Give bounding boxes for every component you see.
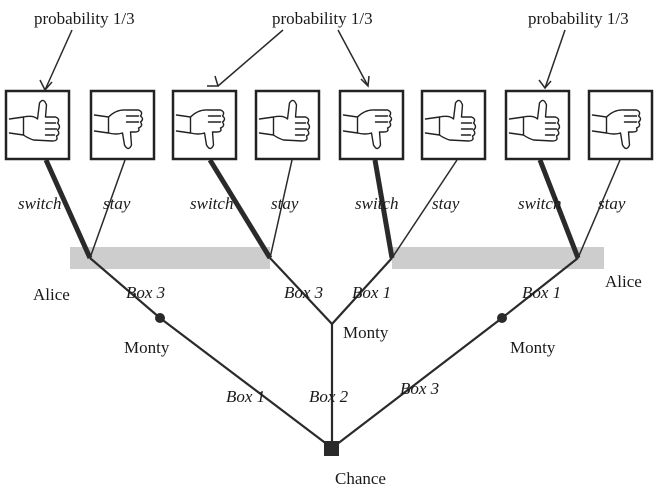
alice-move-label-5: switch xyxy=(355,194,398,213)
outcome-box-4 xyxy=(254,89,321,161)
monty-move-label-2: Box 3 xyxy=(284,283,323,302)
player-monty-3: Monty xyxy=(510,338,556,357)
edge-chance-box1 xyxy=(159,317,333,449)
edge-monty2-box1 xyxy=(331,257,393,325)
alice-move-label-8: stay xyxy=(598,194,626,213)
outcome-box-8 xyxy=(587,89,654,161)
outcome-box-5 xyxy=(338,89,405,161)
thumbs-down-icon xyxy=(342,109,393,150)
thumbs-down-icon xyxy=(175,109,226,150)
edge-monty2-box3 xyxy=(269,257,333,325)
probability-label-3: probability 1/3 xyxy=(528,9,629,28)
edge-stay-3 xyxy=(391,159,458,259)
chance-node xyxy=(324,441,339,456)
edge-chance-box3 xyxy=(331,317,503,449)
alice-move-label-2: stay xyxy=(103,194,131,213)
thumbs-up-icon xyxy=(508,99,561,142)
chance-move-label-1: Box 1 xyxy=(226,387,265,406)
outcome-box-2 xyxy=(89,89,156,161)
alice-move-label-6: stay xyxy=(432,194,460,213)
edge-switch-4 xyxy=(537,159,581,259)
edge-monty3-box1 xyxy=(501,257,579,319)
alice-edges xyxy=(43,158,621,260)
probability-label-2: probability 1/3 xyxy=(272,9,373,28)
monty-move-label-1: Box 3 xyxy=(126,283,165,302)
edge-stay-2 xyxy=(269,159,293,259)
monty-node-3 xyxy=(497,313,507,323)
monty-node-1 xyxy=(155,313,165,323)
info-set-right xyxy=(392,247,604,269)
thumbs-up-icon xyxy=(258,99,311,142)
probability-arrows xyxy=(39,29,566,92)
alice-move-label-3: switch xyxy=(190,194,233,213)
thumbs-up-icon xyxy=(424,99,477,142)
chance-move-label-2: Box 2 xyxy=(309,387,349,406)
arrow-3 xyxy=(337,29,369,87)
chance-move-label-3: Box 3 xyxy=(400,379,439,398)
arrow-4 xyxy=(544,29,566,89)
monty-move-label-3: Box 1 xyxy=(352,283,391,302)
monty-move-label-4: Box 1 xyxy=(522,283,561,302)
alice-move-label-1: switch xyxy=(18,194,61,213)
arrow-1 xyxy=(44,29,73,91)
player-monty-2: Monty xyxy=(343,323,389,342)
edge-switch-2 xyxy=(207,158,273,260)
player-alice-right: Alice xyxy=(605,272,642,291)
edge-monty1-box3 xyxy=(89,257,161,319)
outcome-box-7 xyxy=(504,89,571,161)
edge-switch-3 xyxy=(372,159,395,259)
thumbs-down-icon xyxy=(591,109,642,150)
alice-move-label-4: stay xyxy=(271,194,299,213)
thumbs-down-icon xyxy=(93,109,144,150)
outcome-box-6 xyxy=(420,89,487,161)
player-monty-1: Monty xyxy=(124,338,170,357)
outcome-box-1 xyxy=(4,89,71,161)
edge-stay-1 xyxy=(89,159,126,259)
info-set-left xyxy=(70,247,270,269)
thumbs-up-icon xyxy=(8,99,61,142)
alice-move-label-7: switch xyxy=(518,194,561,213)
edge-switch-1 xyxy=(43,158,93,260)
player-alice-left: Alice xyxy=(33,285,70,304)
player-chance: Chance xyxy=(335,469,386,487)
tree-edges xyxy=(89,257,579,449)
probability-label-1: probability 1/3 xyxy=(34,9,135,28)
edge-stay-4 xyxy=(577,159,621,259)
outcome-boxes xyxy=(4,89,654,161)
arrow-2 xyxy=(217,29,284,87)
outcome-box-3 xyxy=(171,89,238,161)
